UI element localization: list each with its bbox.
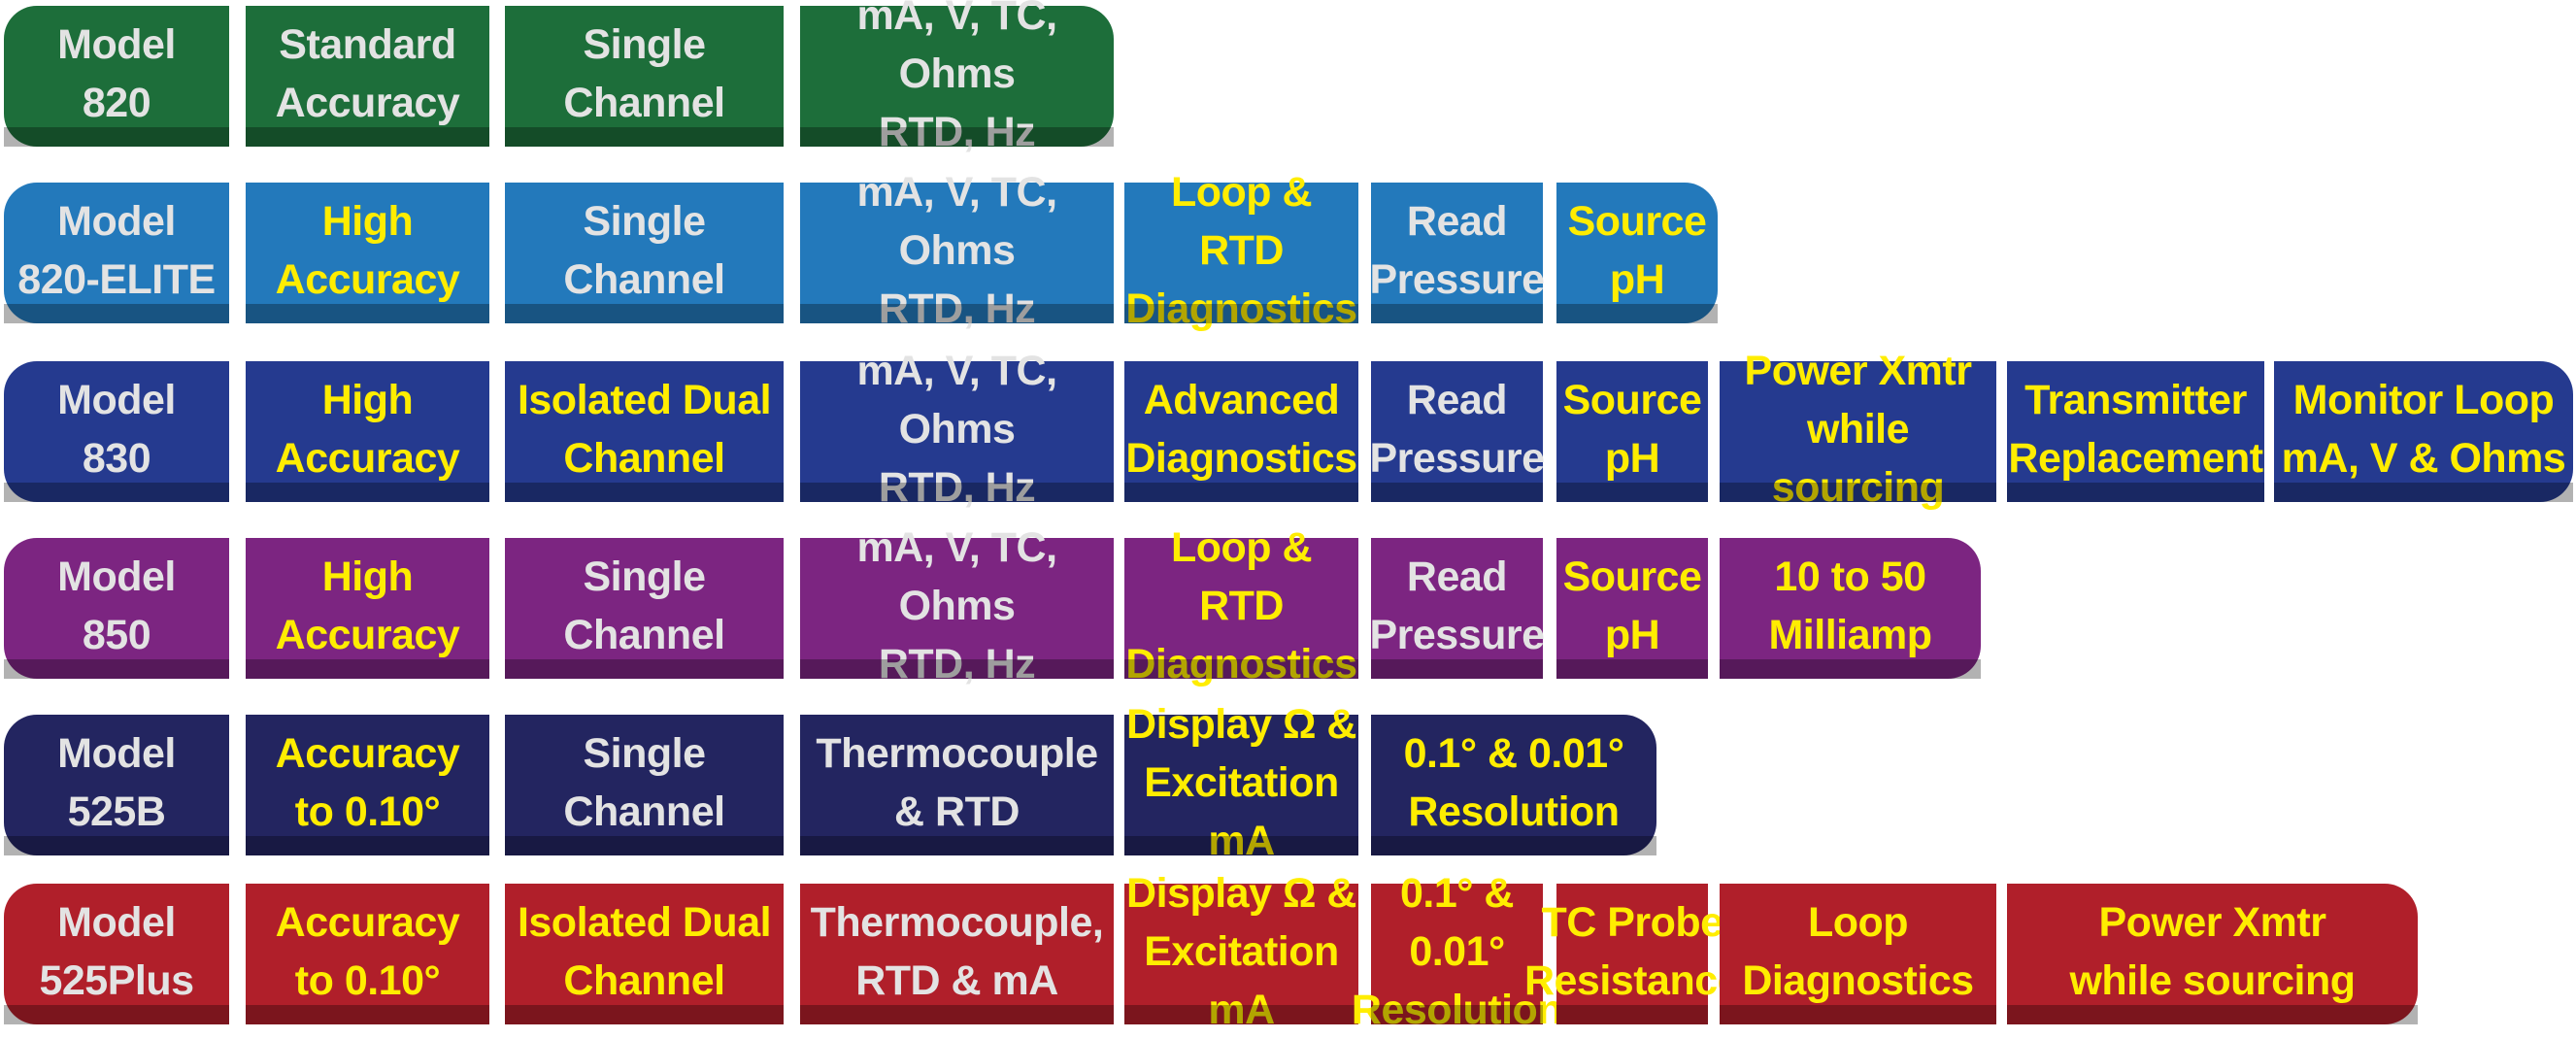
feature-cell: Isolated Dual Channel [505, 884, 784, 1024]
feature-cell: TC Probe Resistance [1524, 884, 1741, 1024]
feature-cell: Accuracy to 0.10° [246, 884, 489, 1024]
feature-cell: Read Pressure [1369, 538, 1545, 679]
feature-cell: 0.1° & 0.01° Resolution [1371, 715, 1656, 855]
model-name-cell: Model 850 [4, 538, 229, 679]
feature-cell: Read Pressure [1369, 183, 1545, 323]
feature-cell: 10 to 50 Milliamp [1720, 538, 1981, 679]
feature-cell: Source pH [1556, 538, 1708, 679]
model-name-cell: Model 820-ELITE [4, 183, 229, 323]
feature-cell: Single Channel [505, 715, 784, 855]
feature-cell: Standard Accuracy [246, 6, 489, 147]
feature-cell: Source pH [1556, 361, 1708, 502]
feature-cell: Single Channel [505, 538, 784, 679]
model-name-cell: Model 525B [4, 715, 229, 855]
feature-cell: Thermocouple, RTD & mA [800, 884, 1114, 1024]
model-name-cell: Model 525Plus [4, 884, 229, 1024]
feature-cell: Display Ω & Excitation mA [1124, 870, 1358, 1033]
feature-cell: Display Ω & Excitation mA [1124, 701, 1358, 864]
feature-cell: Single Channel [505, 6, 784, 147]
feature-cell: Loop & RTD Diagnostics [1124, 168, 1358, 332]
feature-cell: Advanced Diagnostics [1124, 361, 1358, 502]
feature-cell: Loop & RTD Diagnostics [1124, 523, 1358, 687]
feature-cell: High Accuracy [246, 183, 489, 323]
feature-cell: mA, V, TC, Ohms RTD, Hz [800, 169, 1114, 332]
feature-cell: Transmitter Replacement [2007, 361, 2264, 502]
feature-cell: Accuracy to 0.10° [246, 715, 489, 855]
feature-cell: Isolated Dual Channel [505, 361, 784, 502]
model-name-cell: Model 830 [4, 361, 229, 502]
feature-cell: Loop Diagnostics [1720, 884, 1996, 1024]
feature-cell: mA, V, TC, Ohms RTD, Hz [800, 524, 1114, 687]
feature-cell: 0.1° & 0.01° Resolution [1351, 869, 1563, 1033]
feature-cell: Power Xmtr while sourcing [1720, 348, 1996, 511]
feature-cell: mA, V, TC, Ohms RTD, Hz [800, 348, 1114, 511]
feature-cell: Monitor Loop mA, V & Ohms [2274, 361, 2573, 502]
feature-cell: Read Pressure [1369, 361, 1545, 502]
feature-cell: Thermocouple & RTD [800, 715, 1114, 855]
feature-cell: High Accuracy [246, 361, 489, 502]
feature-cell: Power Xmtr while sourcing [2007, 884, 2418, 1024]
model-name-cell: Model 820 [4, 6, 229, 147]
feature-cell: mA, V, TC, Ohms RTD, Hz [800, 0, 1114, 155]
feature-cell: Single Channel [505, 183, 784, 323]
feature-cell: Source pH [1556, 183, 1718, 323]
feature-cell: High Accuracy [246, 538, 489, 679]
